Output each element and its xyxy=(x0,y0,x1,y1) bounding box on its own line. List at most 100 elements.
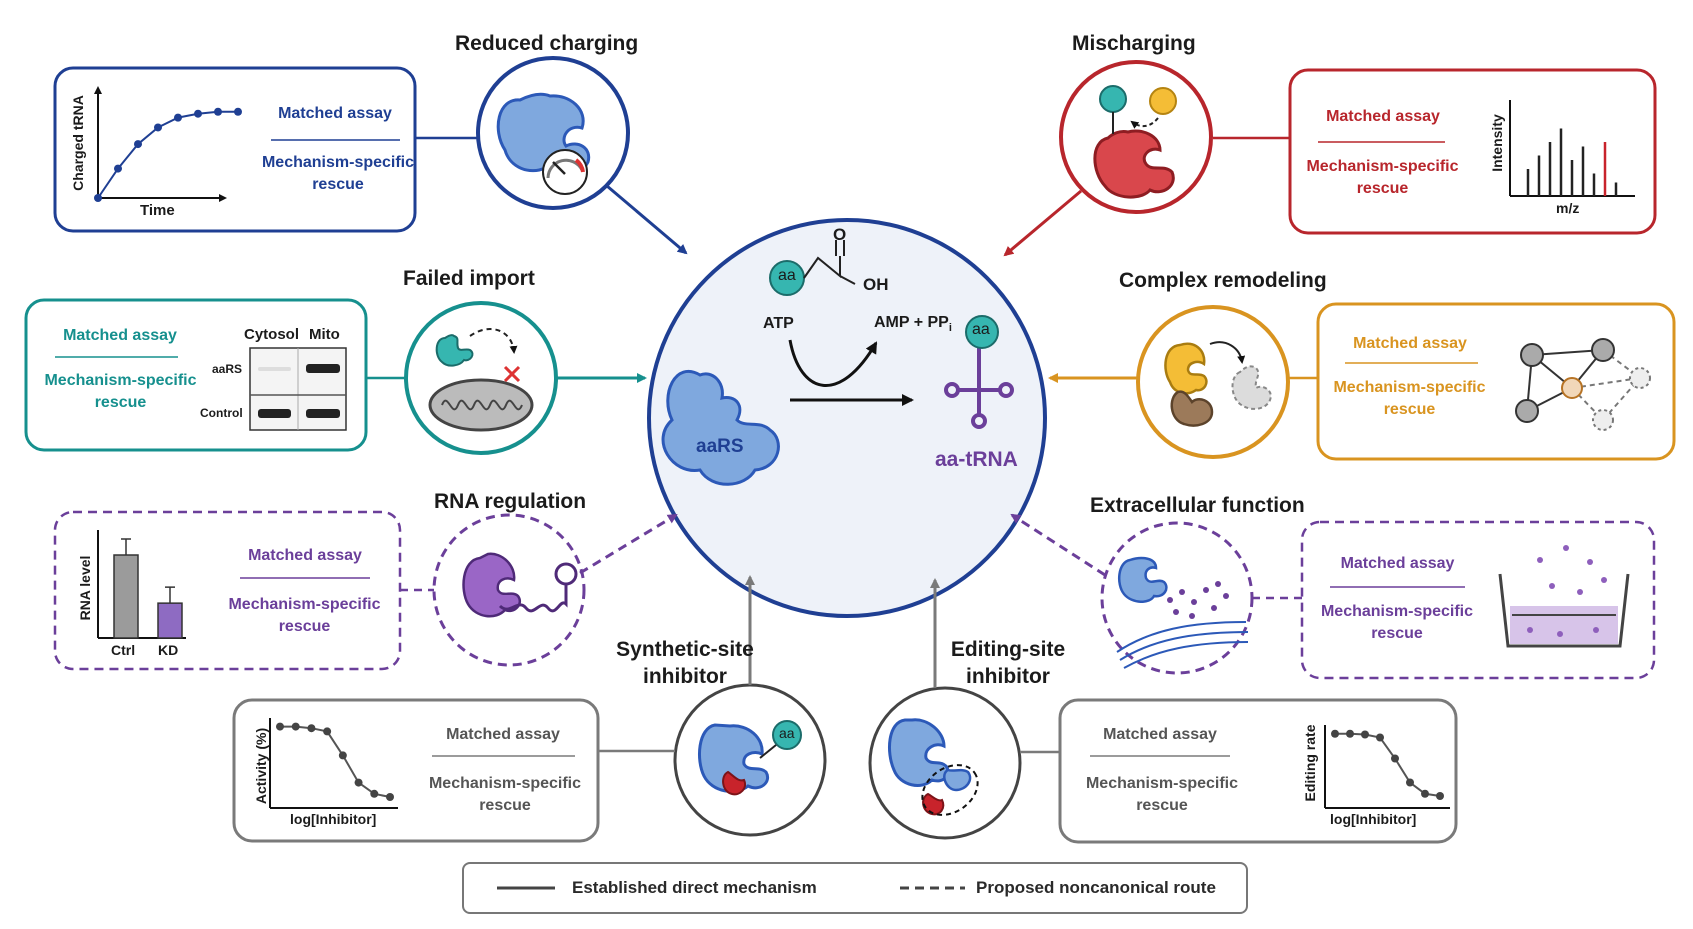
ms-x-label: m/z xyxy=(1556,200,1580,216)
ss-curve xyxy=(276,722,394,801)
es-assay-label: Matched assay xyxy=(1103,726,1217,743)
ss-point xyxy=(291,722,300,731)
ss-assay-label: Matched assay xyxy=(446,726,560,743)
center-amp-text: AMP + PP xyxy=(874,314,949,331)
es-x-label: log[Inhibitor] xyxy=(1330,811,1417,827)
interaction-network-icon xyxy=(1515,338,1651,431)
complex-dissociated-protein-icon xyxy=(1231,365,1272,410)
failed-import-title: Failed import xyxy=(403,267,535,290)
center-atp-label: ATP xyxy=(763,315,794,332)
center-oh-label: OH xyxy=(863,275,889,294)
blot-row-control: Control xyxy=(200,406,243,420)
mischarging-enzyme-icon xyxy=(1093,129,1175,199)
aars-protein-icon xyxy=(661,370,780,486)
blot-band-control-cyto xyxy=(258,409,291,418)
central-reaction-circle xyxy=(647,218,1047,618)
rc-y-label: Charged tRNA xyxy=(70,95,86,191)
center-aa-label: aa xyxy=(778,267,796,284)
swap-arrow xyxy=(1130,117,1159,129)
cell-membrane-icon xyxy=(1116,621,1249,669)
blot-band-control-mito xyxy=(306,409,340,418)
fi-rescue-line1: Mechanism-specific xyxy=(44,372,197,389)
rc-rescue-line2: rescue xyxy=(312,176,364,193)
trna-aa-icon xyxy=(965,315,999,349)
synthetic-site-title: Synthetic-site inhibitor xyxy=(610,636,760,690)
es-point xyxy=(1376,733,1384,742)
cognate-aa-icon xyxy=(1099,85,1127,113)
ms-rescue-line2: rescue xyxy=(1356,180,1409,197)
blot-band-aars-cyto xyxy=(258,367,291,371)
rna-assay-label: Matched assay xyxy=(248,547,362,564)
fi-assay-label: Matched assay xyxy=(63,327,177,344)
reduced-charging-arrow xyxy=(606,184,688,255)
ss-point xyxy=(370,789,379,798)
rna-bar xyxy=(113,554,139,639)
rna-regulation-title: RNA regulation xyxy=(434,490,587,513)
ss-point xyxy=(276,722,284,731)
rc-point xyxy=(174,113,182,122)
rc-assay-label: Matched assay xyxy=(278,105,392,122)
rna-rescue-line1: Mechanism-specific xyxy=(228,596,381,613)
cr-assay-label: Matched assay xyxy=(1353,335,1467,352)
mischarging-box xyxy=(1288,68,1657,235)
secreted-enzyme-icon xyxy=(1117,556,1168,603)
extracellular-title: Extracellular function xyxy=(1090,494,1305,517)
rna-bar-label-kd: KD xyxy=(158,642,179,658)
synthetic-aa-icon xyxy=(772,720,802,750)
mischarging-arrow xyxy=(1003,189,1082,257)
es-point xyxy=(1331,729,1339,738)
reduced-charging-title: Reduced charging xyxy=(455,32,639,55)
extracellular-circle xyxy=(1100,521,1254,675)
synthetic-site-box xyxy=(232,698,600,843)
synthetic-site-title-line1: Synthetic-site xyxy=(616,638,754,661)
ss-point xyxy=(354,778,363,787)
es-point xyxy=(1421,789,1429,798)
rna-binding-protein-icon xyxy=(462,552,522,618)
ef-rescue-line1: Mechanism-specific xyxy=(1320,603,1474,620)
complex-remodeling-circle xyxy=(1136,305,1290,459)
ms-rescue-line1: Mechanism-specific xyxy=(1306,158,1459,175)
es-rescue-line1: Mechanism-specific xyxy=(1085,775,1239,792)
rc-point xyxy=(114,164,122,173)
blot-band-aars-mito xyxy=(306,364,340,373)
es-point xyxy=(1361,730,1369,739)
speedometer-icon xyxy=(542,149,588,195)
legend-box xyxy=(462,862,1248,914)
editing-enzyme-icon xyxy=(888,718,950,787)
secretion-dots xyxy=(1167,581,1229,619)
reduced-charging-box xyxy=(53,66,417,233)
ss-point xyxy=(338,751,347,760)
extracellular-arrow xyxy=(1010,513,1106,577)
extracellular-box xyxy=(1300,520,1656,680)
blot-col-cytosol: Cytosol xyxy=(244,326,300,343)
blot-col-mito: Mito xyxy=(309,326,340,343)
editing-site-title-line2: inhibitor xyxy=(966,665,1050,688)
editing-site-box xyxy=(1058,698,1458,844)
editing-site-title: Editing-site inhibitor xyxy=(938,636,1078,690)
mitochondrion-icon xyxy=(428,378,534,432)
rc-point xyxy=(194,109,202,118)
center-aars-label: aaRS xyxy=(696,436,744,457)
ss-rescue-line1: Mechanism-specific xyxy=(428,775,582,792)
ef-assay-label: Matched assay xyxy=(1340,555,1455,572)
ss-y-label: Activity (%) xyxy=(253,727,269,805)
es-rescue-line2: rescue xyxy=(1136,797,1188,814)
import-enzyme-icon xyxy=(435,334,474,367)
editing-site-title-line1: Editing-site xyxy=(950,638,1066,661)
mischarging-title: Mischarging xyxy=(1072,32,1196,55)
center-amp-sub: i xyxy=(948,322,952,335)
ss-point xyxy=(323,727,332,736)
rna-bar-label-ctrl: Ctrl xyxy=(111,642,136,658)
rna-bar xyxy=(157,602,183,639)
ss-point xyxy=(307,724,316,733)
es-point xyxy=(1391,754,1399,763)
rc-point xyxy=(134,140,142,149)
synthetic-site-title-line2: inhibitor xyxy=(643,665,727,688)
rna-bars xyxy=(113,538,183,639)
es-point xyxy=(1346,729,1354,738)
complex-remodeling-title: Complex remodeling xyxy=(1119,269,1327,292)
atp-curve-arrow xyxy=(788,339,878,387)
ef-rescue-line2: rescue xyxy=(1371,625,1423,642)
rna-strand-icon xyxy=(498,585,568,613)
